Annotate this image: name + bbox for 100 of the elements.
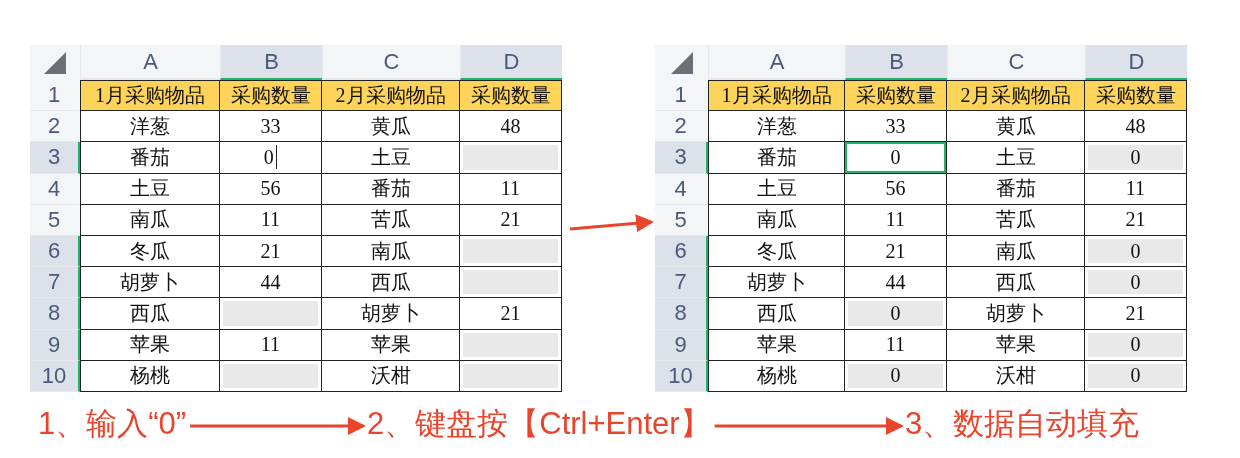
table-cell: 西瓜: [708, 298, 845, 330]
table-cell: 南瓜: [80, 204, 220, 236]
row-header: 4: [655, 173, 708, 205]
table-cell: 土豆: [322, 142, 460, 174]
row-header: 8: [655, 298, 708, 330]
arrow: [190, 417, 366, 435]
spreadsheet-table: [655, 45, 1187, 392]
table-cell: 胡萝卜: [322, 298, 460, 330]
shaded-cell: 0: [1085, 267, 1187, 299]
table-cell: 南瓜: [708, 204, 845, 236]
column-header: B: [220, 45, 322, 80]
shaded-cell: 0: [1085, 235, 1187, 268]
table-cell: 土豆: [947, 142, 1085, 174]
shaded-cell: 0: [845, 360, 947, 392]
row-header: 2: [30, 111, 80, 143]
table-cell: 南瓜: [322, 235, 460, 268]
header-cell: 2月采购物品: [947, 80, 1085, 112]
table-cell: 杨桃: [708, 360, 845, 392]
column-header: A: [708, 45, 845, 80]
step-text: 1、输入“0”: [38, 405, 187, 443]
header-cell: 1月采购物品: [708, 80, 845, 112]
header-cell: 采购数量: [1085, 80, 1187, 112]
row-header: 7: [30, 267, 80, 299]
table-cell: 黄瓜: [322, 111, 460, 143]
row-header: 1: [30, 80, 80, 112]
arrow: [714, 417, 904, 435]
table-cell: 番茄: [947, 173, 1085, 205]
row-header: 5: [30, 204, 80, 236]
table-cell: 21: [845, 235, 947, 268]
table-cell: 11: [220, 329, 322, 361]
column-header: A: [80, 45, 220, 80]
table-cell: 西瓜: [947, 267, 1085, 299]
shaded-cell: 0: [1085, 329, 1187, 361]
table-cell: 21: [460, 204, 562, 236]
table-cell: 土豆: [708, 173, 845, 205]
table-cell: 48: [1085, 111, 1187, 143]
table-cell: 11: [845, 204, 947, 236]
table-cell: 21: [220, 235, 322, 268]
row-header: 2: [655, 111, 708, 143]
header-cell: 采购数量: [460, 80, 562, 112]
table-cell: 杨桃: [80, 360, 220, 392]
row-header: 6: [655, 235, 708, 268]
table-cell: 南瓜: [947, 235, 1085, 268]
table-cell: 冬瓜: [80, 235, 220, 268]
row-header: 5: [655, 204, 708, 236]
table-cell: 11: [1085, 173, 1187, 205]
row-header: 9: [30, 329, 80, 361]
cell-text: 0: [263, 145, 274, 169]
column-header: C: [947, 45, 1085, 80]
table-cell: 西瓜: [80, 298, 220, 330]
table-cell: 21: [460, 298, 562, 330]
table-cell: 土豆: [80, 173, 220, 205]
table-cell: 苦瓜: [947, 204, 1085, 236]
table-cell: 苹果: [322, 329, 460, 361]
table-cell: 11: [845, 329, 947, 361]
header-cell: 采购数量: [845, 80, 947, 112]
row-header: 3: [655, 142, 708, 174]
table-cell: 21: [1085, 298, 1187, 330]
table-cell: 胡萝卜: [80, 267, 220, 299]
table-cell: 21: [1085, 204, 1187, 236]
row-header: 8: [30, 298, 80, 330]
table-cell: 洋葱: [708, 111, 845, 143]
row-header: 3: [30, 142, 80, 174]
table-cell: 胡萝卜: [947, 298, 1085, 330]
header-cell: 采购数量: [220, 80, 322, 112]
shaded-cell: 0: [845, 298, 947, 330]
table-cell: 苹果: [80, 329, 220, 361]
shaded-cell: 0: [1085, 360, 1187, 392]
row-header: 10: [655, 360, 708, 392]
header-cell: 1月采购物品: [80, 80, 220, 112]
step-text: 3、数据自动填充: [905, 405, 1140, 443]
table-cell: 番茄: [80, 142, 220, 174]
table-cell: 胡萝卜: [708, 267, 845, 299]
table-cell: 33: [845, 111, 947, 143]
shaded-cell: 0: [1085, 142, 1187, 174]
selected-cell: 0: [845, 142, 947, 174]
table-cell: 苹果: [708, 329, 845, 361]
table-cell: 33: [220, 111, 322, 143]
table-cell: 西瓜: [322, 267, 460, 299]
row-header: 7: [655, 267, 708, 299]
table-cell: 48: [460, 111, 562, 143]
table-cell: 56: [845, 173, 947, 205]
table-cell: 44: [845, 267, 947, 299]
arrow: [569, 214, 654, 233]
header-cell: 2月采购物品: [322, 80, 460, 112]
row-header: 10: [30, 360, 80, 392]
row-header: 6: [30, 235, 80, 268]
column-header: D: [460, 45, 562, 80]
table-cell: 11: [220, 204, 322, 236]
table-cell: 冬瓜: [708, 235, 845, 268]
table-cell: 黄瓜: [947, 111, 1085, 143]
table-cell: 沃柑: [322, 360, 460, 392]
table-cell: 11: [460, 173, 562, 205]
table-cell: 44: [220, 267, 322, 299]
table-cell: 苹果: [947, 329, 1085, 361]
row-header: 1: [655, 80, 708, 112]
table-cell: 苦瓜: [322, 204, 460, 236]
spreadsheet-table: [30, 45, 562, 392]
table-cell: 洋葱: [80, 111, 220, 143]
row-header: 4: [30, 173, 80, 205]
